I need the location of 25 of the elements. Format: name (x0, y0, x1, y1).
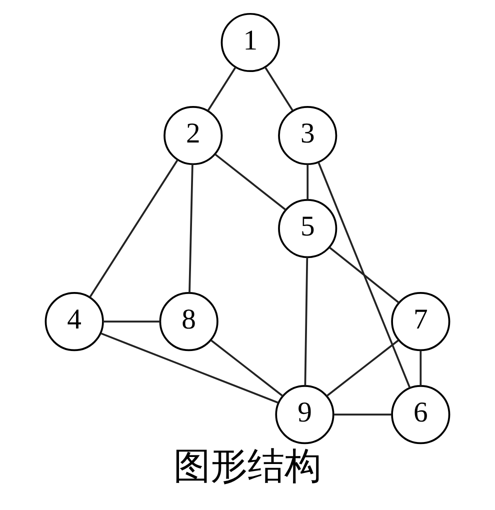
node-circle: 4 (44, 292, 104, 352)
node-circle: 9 (275, 385, 334, 444)
connector (89, 159, 178, 298)
connector (326, 340, 399, 397)
connector (334, 414, 392, 416)
connector (188, 164, 194, 293)
connector (420, 350, 422, 386)
node-circle: 2 (164, 106, 223, 166)
connector (210, 340, 284, 397)
connector (207, 66, 236, 112)
connector (304, 257, 308, 386)
connector (328, 246, 400, 304)
connector (102, 320, 160, 322)
connector (214, 154, 286, 210)
node-circle: 3 (278, 106, 338, 166)
connector (264, 66, 294, 112)
caption: 图形结构 (174, 444, 322, 488)
node-circle: 5 (278, 198, 338, 258)
connector (100, 332, 279, 404)
node-circle: 8 (159, 292, 218, 352)
node-circle: 6 (391, 385, 450, 444)
connector (318, 162, 411, 388)
node-circle: 1 (220, 12, 280, 72)
node-circle: 7 (391, 292, 450, 352)
connector (306, 164, 309, 200)
